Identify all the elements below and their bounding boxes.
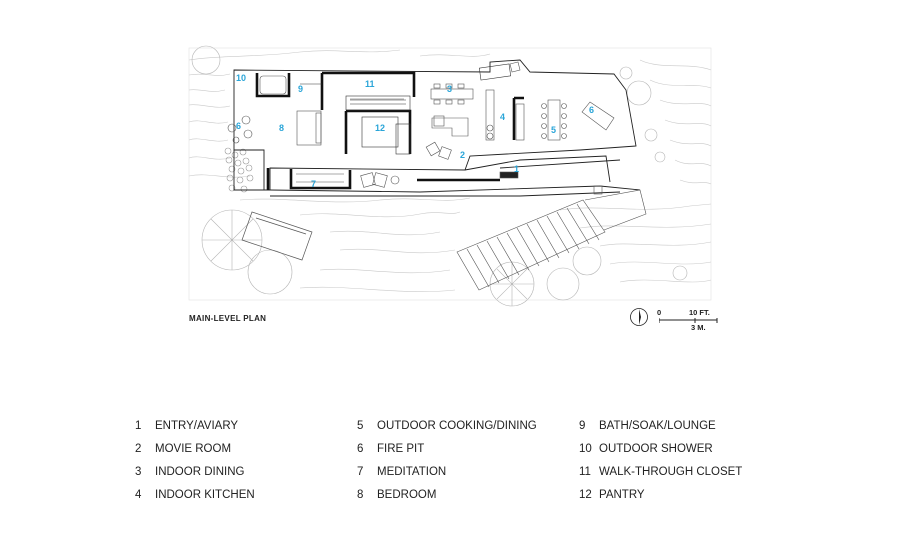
room-labels: 1 2 3 4 5 6 6 7 8 9 10 11 12 — [236, 73, 594, 189]
north-arrow-icon — [630, 308, 648, 326]
garden-structure — [241, 211, 313, 261]
scale-meters: 3 M. — [691, 323, 706, 332]
plan-title: MAIN-LEVEL PLAN — [189, 314, 267, 323]
room-number-9: 9 — [298, 84, 303, 94]
room-number-10: 10 — [236, 73, 246, 83]
room-number-4: 4 — [500, 112, 505, 122]
furniture — [227, 61, 615, 195]
topo-contours — [188, 49, 712, 292]
shrubs — [224, 147, 254, 193]
room-number-8: 8 — [279, 123, 284, 133]
room-number-12: 12 — [375, 123, 385, 133]
scale-feet: 10 FT. — [689, 308, 710, 317]
scale-bar — [659, 318, 718, 323]
room-number-6-terrace: 6 — [236, 121, 241, 131]
scale-and-north: 0 10 FT. 3 M. — [629, 305, 729, 335]
building-outline — [233, 59, 641, 197]
trees — [191, 45, 688, 307]
room-number-7: 7 — [311, 179, 316, 189]
plan-frame — [188, 47, 712, 301]
heavy-walls — [255, 71, 524, 190]
exterior-stair — [456, 189, 647, 291]
room-number-5: 5 — [551, 125, 556, 135]
interior-partitions — [300, 63, 512, 155]
room-number-11: 11 — [365, 79, 375, 89]
room-number-1: 1 — [514, 164, 519, 174]
room-number-3: 3 — [447, 84, 452, 94]
room-number-2: 2 — [460, 150, 465, 160]
scale-zero: 0 — [657, 308, 662, 317]
room-number-6-deck: 6 — [589, 105, 594, 115]
